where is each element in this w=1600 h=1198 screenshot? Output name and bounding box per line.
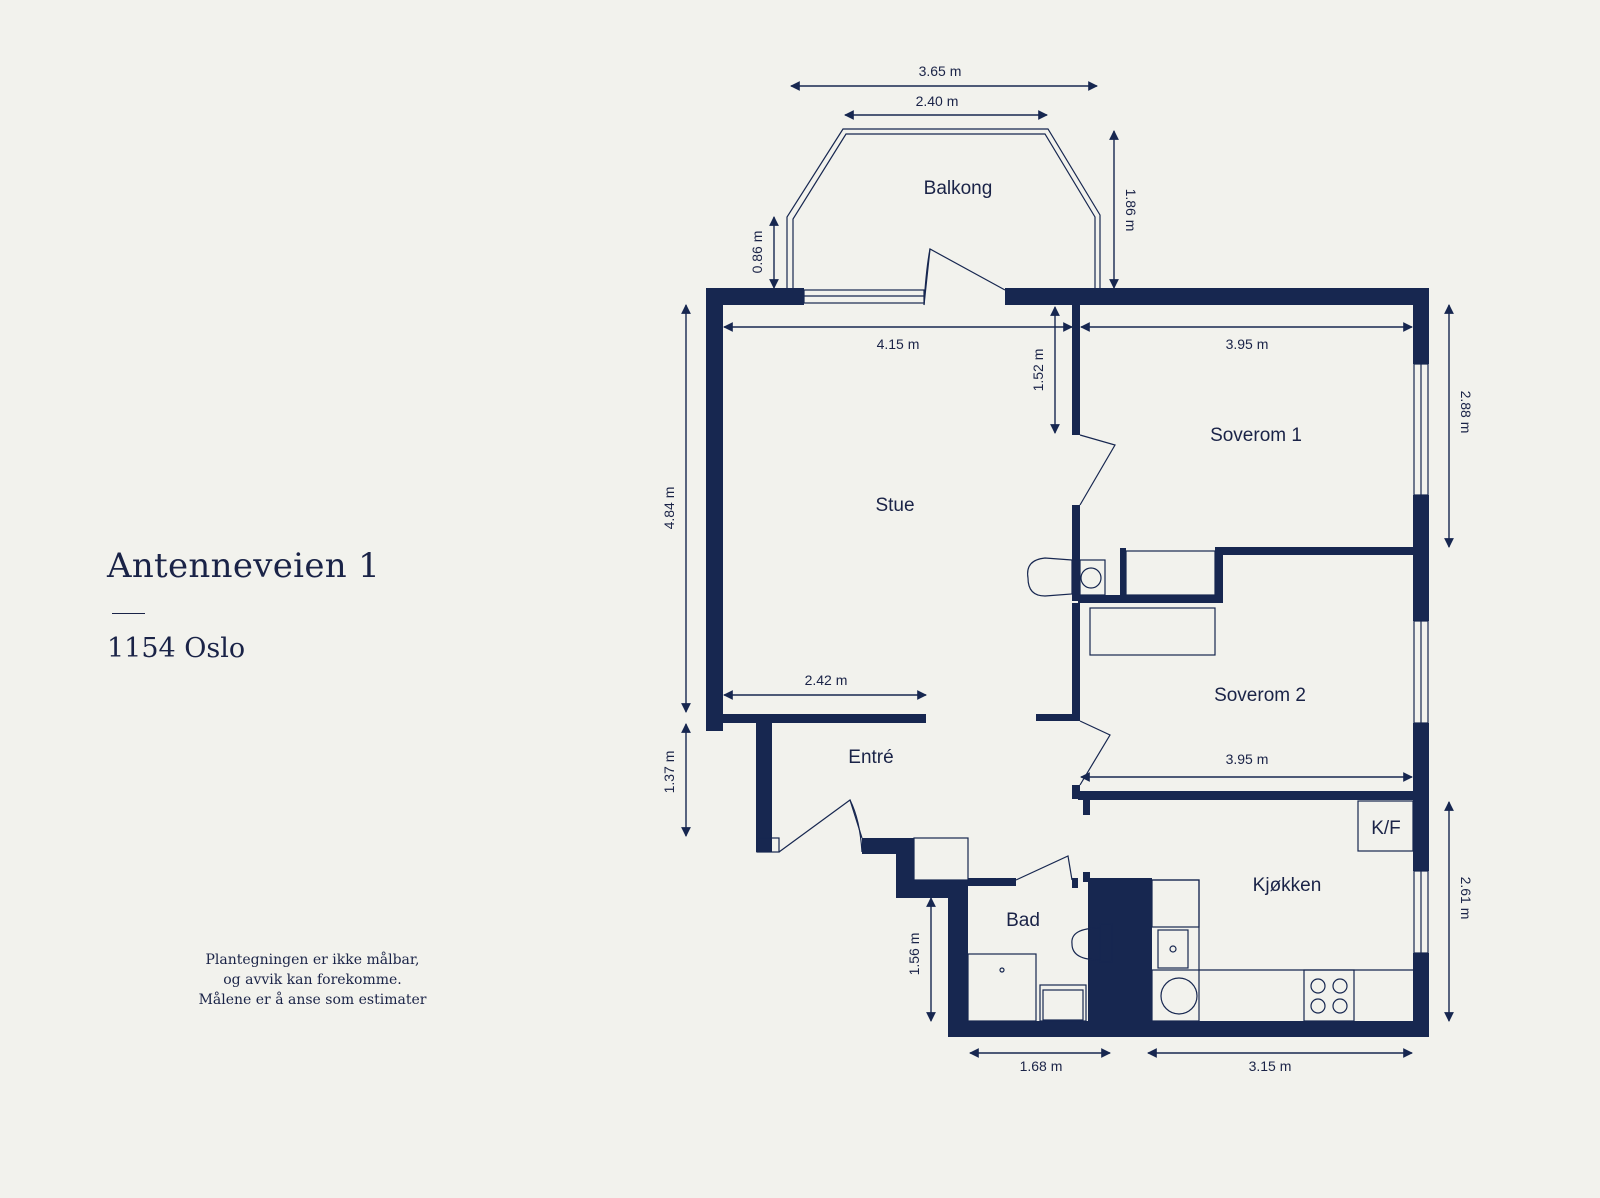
dim-label-bad-width: 1.68 m [1020,1058,1063,1074]
fixture-label-kf: K/F [1371,818,1401,839]
postal-subtitle: 1154 Oslo [107,633,246,664]
dim-label-kjokken-height: 2.61 m [1458,877,1474,920]
room-label-stue: Stue [875,495,914,516]
dim-label-bad-height: 1.56 m [906,933,922,976]
disclaimer-line: Målene er å anse som estimater [198,992,427,1008]
walls [706,288,1429,1037]
room-label-bad: Bad [1006,910,1040,931]
doors [778,248,1116,881]
disclaimer-line: Plantegningen er ikke målbar, [205,952,420,968]
room-label-soverom1: Soverom 1 [1210,425,1302,446]
address-title: Antenneveien 1 [107,546,381,586]
dim-label-soverom2-width: 3.95 m [1226,751,1269,767]
dim-label-balkong-inner: 2.40 m [916,93,959,109]
room-label-balkong: Balkong [924,178,993,199]
dim-label-stue-offset: 1.52 m [1030,349,1046,392]
dim-label-balkong-depth: 1.86 m [1123,189,1139,232]
dim-label-entre-height: 1.37 m [661,751,677,794]
disclaimer-line: og avvik kan forekomme. [223,972,402,988]
dim-label-balkong-side: 0.86 m [749,231,765,274]
dim-label-balkong-outer: 3.65 m [919,63,962,79]
room-label-kjokken: Kjøkken [1253,875,1322,896]
dim-label-soverom1-height: 2.88 m [1458,391,1474,434]
balcony-railing [786,128,1101,296]
dim-label-stue-height: 4.84 m [661,487,677,530]
dimension-lines [681,81,1454,1058]
windows [756,289,1429,954]
room-label-soverom2: Soverom 2 [1214,685,1306,706]
dim-label-soverom1-width: 3.95 m [1226,336,1269,352]
dim-label-kjokken-width: 3.15 m [1249,1058,1292,1074]
title-divider [112,613,145,614]
dim-label-stue-width: 4.15 m [877,336,920,352]
fixtures [967,550,1414,1022]
room-label-entre: Entré [848,747,893,768]
disclaimer-note: Plantegningen er ikke målbar, og avvik k… [170,950,455,1010]
dim-label-entre-width: 2.42 m [805,672,848,688]
